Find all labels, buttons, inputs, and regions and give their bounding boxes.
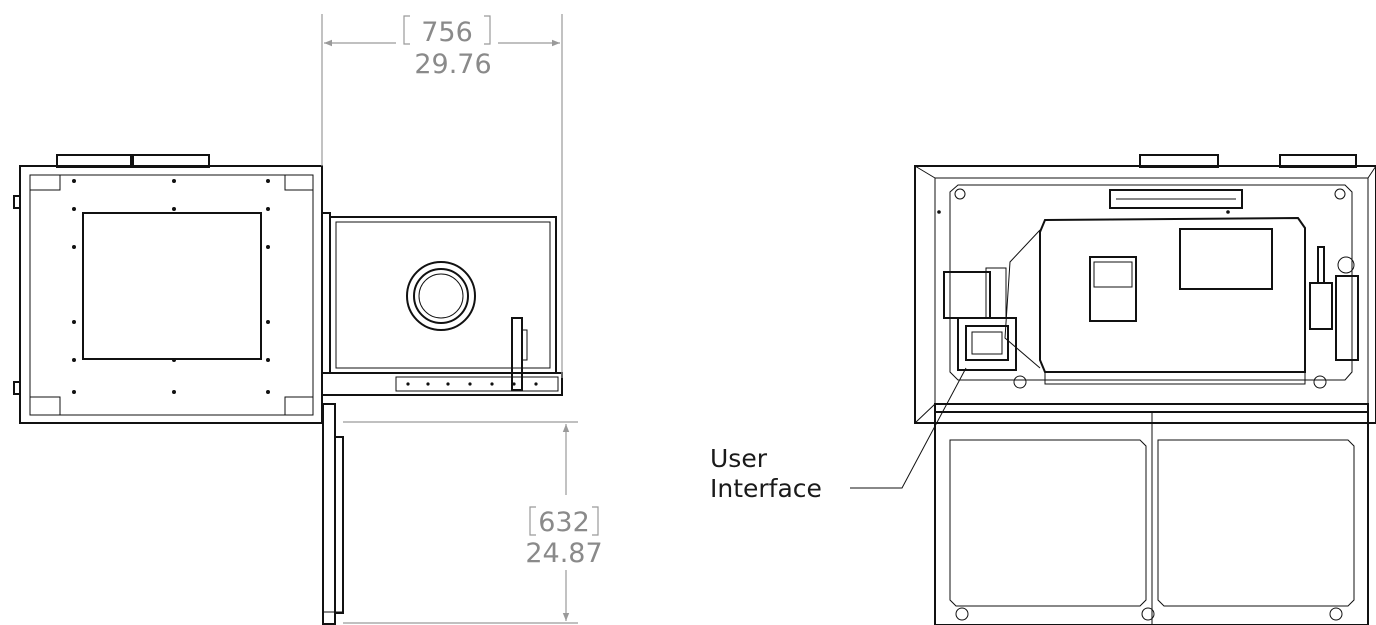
depth-dimension: 632 24.87 xyxy=(525,506,603,569)
depth-imperial: 24.87 xyxy=(525,538,602,569)
user-interface-callout: User Interface xyxy=(710,367,967,503)
dimension-lines xyxy=(321,14,578,624)
left-view xyxy=(13,154,563,625)
housing-screws xyxy=(72,179,270,394)
depth-metric: 632 xyxy=(538,507,590,538)
width-imperial: 29.76 xyxy=(414,49,491,80)
rail-holes xyxy=(406,382,538,386)
callout-line-1: User xyxy=(710,444,768,473)
width-dimension: 756 29.76 xyxy=(403,15,492,80)
right-view xyxy=(914,154,1376,625)
width-metric: 756 xyxy=(421,17,473,48)
callout-line-2: Interface xyxy=(710,474,822,503)
